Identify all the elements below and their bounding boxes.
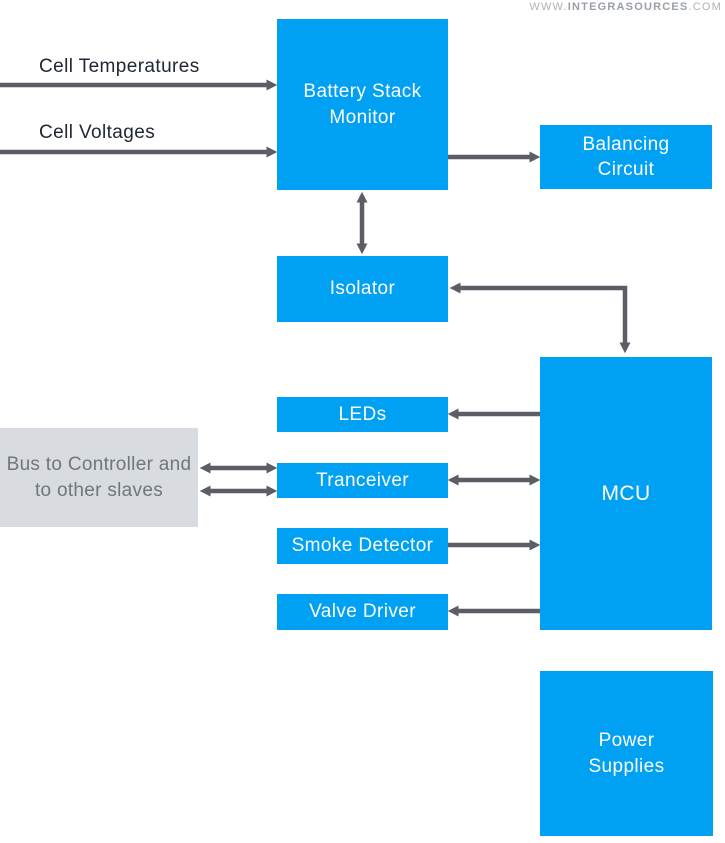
block-battery-stack-monitor: Battery Stack Monitor	[277, 19, 448, 190]
watermark-prefix: WWW.	[529, 1, 568, 13]
label-cell-voltages: Cell Voltages	[39, 122, 156, 143]
block-bus-to-controller-label: Bus to Controller and to other slaves	[6, 454, 192, 501]
arrow-isolator-mcu	[449, 282, 631, 354]
block-balancing-circuit-label: Balancing Circuit	[582, 133, 670, 180]
block-valve-driver-label: Valve Driver	[309, 601, 416, 623]
block-leds: LEDs	[277, 397, 448, 432]
block-bus-to-controller: Bus to Controller and to other slaves	[0, 428, 198, 527]
block-tranceiver-label: Tranceiver	[315, 469, 410, 491]
watermark-suffix: .COM	[688, 1, 722, 13]
watermark: WWW.INTEGRASOURCES.COM	[529, 1, 722, 13]
watermark-brand: INTEGRASOURCES	[567, 1, 689, 13]
block-isolator-label: Isolator	[329, 278, 396, 300]
block-power-supplies-label: Power Supplies	[588, 730, 665, 777]
block-battery-stack-monitor-label: Battery Stack Monitor	[303, 81, 422, 128]
block-mcu: MCU	[540, 357, 712, 630]
label-cell-temperatures: Cell Temperatures	[39, 56, 200, 77]
block-valve-driver: Valve Driver	[277, 594, 448, 630]
block-power-supplies: Power Supplies	[540, 671, 713, 836]
block-balancing-circuit: Balancing Circuit	[540, 125, 712, 189]
block-mcu-label: MCU	[601, 481, 651, 505]
block-tranceiver: Tranceiver	[277, 463, 448, 498]
block-smoke-detector: Smoke Detector	[277, 528, 448, 564]
block-smoke-detector-label: Smoke Detector	[291, 535, 434, 557]
block-leds-label: LEDs	[338, 403, 387, 425]
block-isolator: Isolator	[277, 256, 448, 322]
